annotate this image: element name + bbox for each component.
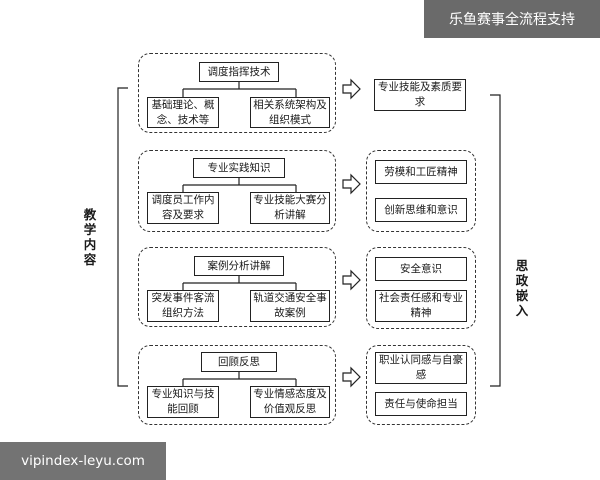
- module-2-item-1: 调度员工作内容及要求: [147, 192, 219, 224]
- watermark-top: 乐鱼赛事全流程支持: [424, 0, 600, 38]
- outcome-group-3: [366, 247, 476, 329]
- module-4-item-1: 专业知识与技能回顾: [147, 386, 219, 418]
- module-1-item-2: 相关系统架构及组织模式: [250, 97, 330, 128]
- outcome-group-4: [366, 345, 476, 425]
- outcome-2-item-2: 创新思维和意识: [375, 198, 467, 222]
- outcome-1-item-1: 专业技能及素质要求: [374, 79, 466, 111]
- outcome-2-item-1: 劳模和工匠精神: [375, 160, 467, 184]
- ideological-embedding-label: 思政嵌入: [515, 258, 529, 318]
- module-2-item-2: 专业技能大赛分析讲解: [250, 192, 330, 224]
- outcome-3-item-1: 安全意识: [375, 257, 467, 281]
- outcome-group-2: [366, 150, 476, 232]
- module-group-1: [138, 53, 336, 133]
- module-2-title: 专业实践知识: [193, 158, 285, 178]
- outcome-4-item-1: 职业认同感与自豪感: [375, 352, 467, 384]
- module-3-item-1: 突发事件客流组织方法: [147, 290, 219, 322]
- module-4-title: 回顾反思: [201, 352, 277, 372]
- teaching-content-label: 教学内容: [83, 207, 97, 267]
- module-group-4: [138, 345, 336, 425]
- module-group-3: [138, 247, 336, 327]
- module-1-item-1: 基础理论、概念、技术等: [147, 97, 219, 128]
- watermark-bottom: vipindex-leyu.com: [0, 442, 166, 480]
- outcome-4-item-2: 责任与使命担当: [375, 392, 467, 416]
- module-4-item-2: 专业情感态度及价值观反思: [250, 386, 330, 418]
- module-1-title: 调度指挥技术: [199, 62, 279, 82]
- module-group-2: [138, 150, 336, 232]
- outcome-3-item-2: 社会责任感和专业精神: [375, 290, 467, 322]
- arrows: [342, 78, 361, 388]
- module-3-item-2: 轨道交通安全事故案例: [250, 290, 330, 322]
- module-3-title: 案例分析讲解: [194, 256, 284, 276]
